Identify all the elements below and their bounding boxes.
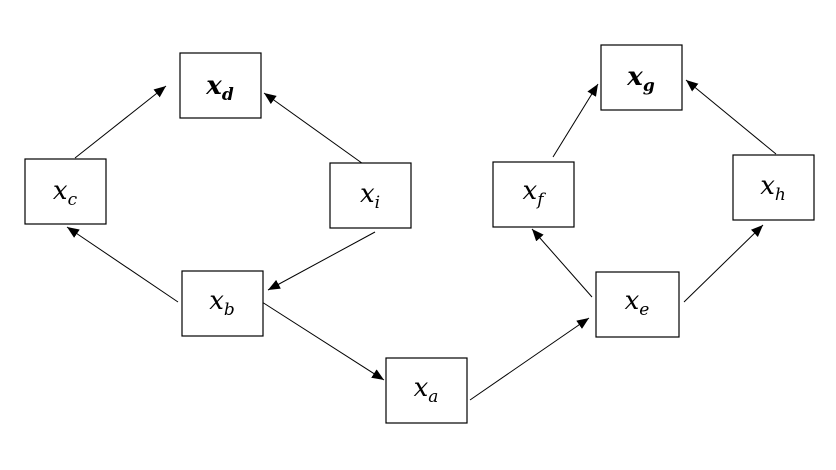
node-subscript: b — [224, 300, 235, 320]
node-box — [492, 161, 575, 228]
node-x-a: xa — [385, 357, 468, 424]
node-subscript: f — [535, 190, 546, 210]
edge-i-to-d — [263, 92, 367, 167]
edge-a-to-e — [469, 317, 590, 401]
node-x-f: xf — [492, 161, 575, 228]
node-x-g: xg — [600, 44, 683, 111]
node-x-e: xe — [595, 271, 680, 338]
node-box — [24, 158, 107, 225]
node-label: xb — [209, 286, 235, 320]
node-box — [329, 162, 412, 229]
node-x-c: xc — [24, 158, 107, 225]
node-label: xa — [414, 373, 439, 407]
node-subscript: e — [639, 300, 649, 320]
node-base: x — [209, 286, 224, 316]
node-box — [179, 52, 262, 119]
node-subscript: c — [68, 190, 78, 210]
node-box — [595, 271, 680, 338]
node-base: x — [760, 171, 775, 201]
edge-e-to-f — [531, 228, 593, 298]
node-x-i: xi — [329, 162, 412, 229]
node-label: xf — [523, 176, 547, 210]
node-subscript: i — [375, 193, 380, 213]
node-base: x — [626, 62, 643, 92]
node-label: xd — [205, 71, 234, 105]
nodes-layer: xd xc xi xb xa — [24, 44, 815, 424]
node-base: x — [205, 71, 222, 101]
node-label: xg — [626, 62, 655, 96]
node-subscript: g — [643, 76, 655, 96]
edge-e-to-h — [683, 224, 764, 303]
node-label: xi — [360, 179, 380, 213]
node-base: x — [53, 176, 68, 206]
node-x-d: xd — [179, 52, 262, 119]
node-box — [732, 154, 815, 221]
node-x-h: xh — [732, 154, 815, 221]
node-subscript: d — [222, 85, 234, 105]
node-label: xe — [625, 286, 650, 320]
node-subscript: a — [428, 387, 438, 407]
node-box — [385, 357, 468, 424]
edge-b-to-a — [261, 301, 385, 381]
node-x-b: xb — [181, 270, 264, 337]
edges-layer — [66, 79, 777, 401]
node-label: xc — [53, 176, 78, 210]
node-base: x — [625, 286, 640, 316]
edge-i-to-b — [267, 231, 376, 291]
node-label: xh — [760, 171, 786, 205]
node-subscript: h — [775, 185, 786, 205]
node-base: x — [360, 179, 375, 209]
node-box — [181, 270, 264, 337]
edge-b-to-c — [66, 226, 179, 303]
node-box — [600, 44, 683, 111]
edge-f-to-g — [552, 83, 599, 158]
node-base: x — [414, 373, 429, 403]
edge-c-to-d — [74, 85, 167, 159]
node-base: x — [523, 176, 538, 206]
edge-h-to-g — [685, 79, 777, 155]
